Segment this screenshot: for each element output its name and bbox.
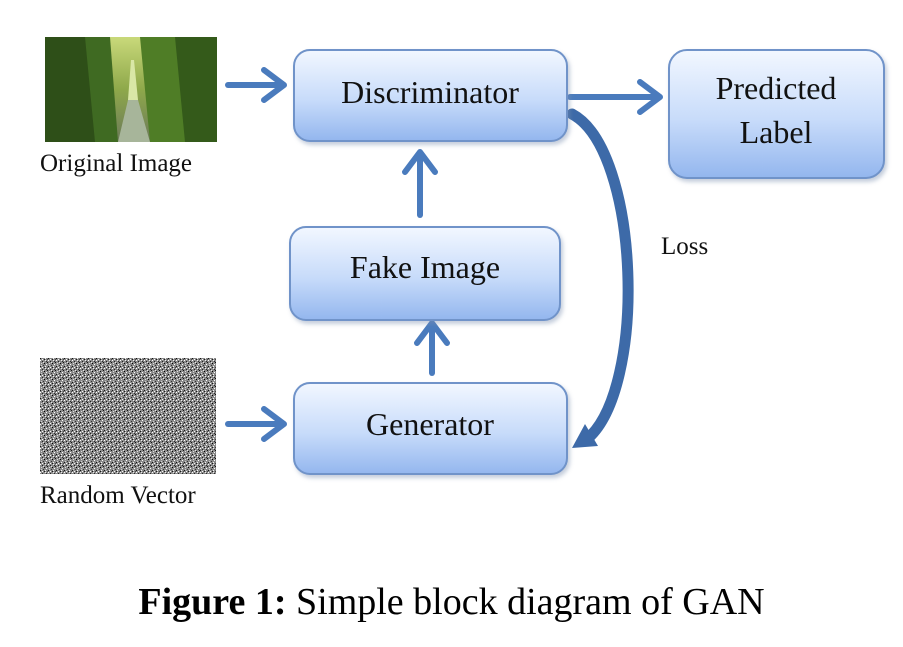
generator-box: Generator xyxy=(293,382,568,475)
random-vector-thumbnail xyxy=(40,358,216,474)
loss-arrow xyxy=(566,108,634,448)
discriminator-box: Discriminator xyxy=(293,49,568,142)
figure-caption-text: Simple block diagram of GAN xyxy=(296,581,765,623)
original-image-thumbnail xyxy=(45,37,217,142)
fake-image-label: Fake Image xyxy=(350,249,500,285)
loss-label: Loss xyxy=(661,233,708,260)
generator-label: Generator xyxy=(366,406,494,442)
predicted-label-box: Predicted Label xyxy=(668,49,885,179)
random-vector-label: Random Vector xyxy=(40,482,196,509)
discriminator-label: Discriminator xyxy=(341,74,519,110)
figure-caption: Figure 1: Simple block diagram of GAN xyxy=(0,580,903,624)
figure-number: Figure 1: xyxy=(138,581,287,623)
predicted-label-line1: Predicted xyxy=(716,70,837,106)
fake-image-box: Fake Image xyxy=(289,226,561,321)
original-image-label: Original Image xyxy=(40,150,192,177)
predicted-label-line2: Label xyxy=(740,114,813,150)
